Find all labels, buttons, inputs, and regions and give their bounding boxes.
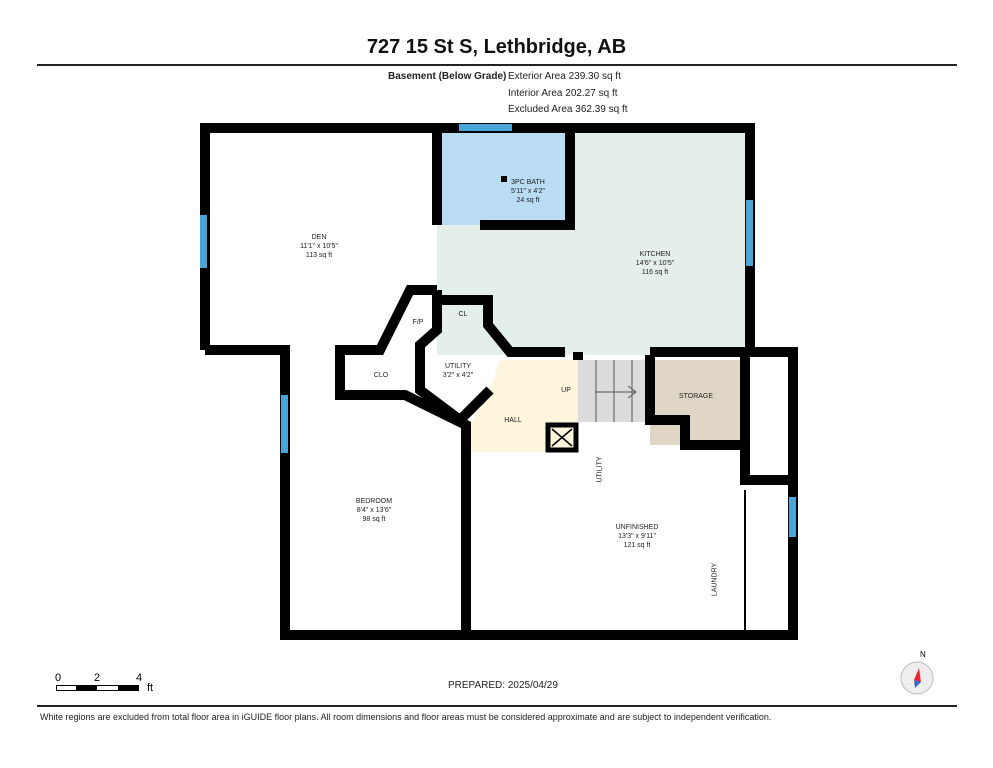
- room-label-clo: CLO: [373, 372, 389, 379]
- room-label-fp: F/P: [412, 319, 424, 326]
- stairs-up-label: UP: [561, 387, 571, 394]
- storage-fill: [650, 360, 745, 445]
- hall-fill: [470, 360, 578, 452]
- scale-bar: [56, 685, 139, 691]
- compass-icon: [900, 661, 934, 695]
- divider: [37, 64, 957, 66]
- scale-unit: ft: [147, 682, 154, 694]
- prepared-date: PREPARED: 2025/04/29: [448, 680, 558, 691]
- compass-north-label: N: [920, 650, 926, 659]
- page-title: 727 15 St S, Lethbridge, AB: [366, 36, 627, 58]
- interior-area: Interior Area 202.27 sq ft: [508, 88, 618, 99]
- scale-tick-4: 4: [136, 672, 143, 684]
- room-label-hall: HALL: [504, 417, 522, 424]
- scale-tick-0: 0: [55, 672, 62, 684]
- exterior-area: Exterior Area 239.30 sq ft: [508, 71, 621, 82]
- excluded-area: Excluded Area 362.39 sq ft: [508, 104, 628, 115]
- room-label-cl: CL: [458, 311, 468, 318]
- footer-divider: [37, 705, 957, 707]
- floor-name: Basement (Below Grade): [388, 71, 507, 82]
- scale-tick-2: 2: [94, 672, 101, 684]
- room-label-utility-2: UTILITY: [596, 456, 604, 483]
- disclaimer: White regions are excluded from total fl…: [40, 712, 772, 722]
- room-label-storage: STORAGE: [678, 393, 714, 400]
- room-label-laundry: LAUNDRY: [711, 562, 719, 597]
